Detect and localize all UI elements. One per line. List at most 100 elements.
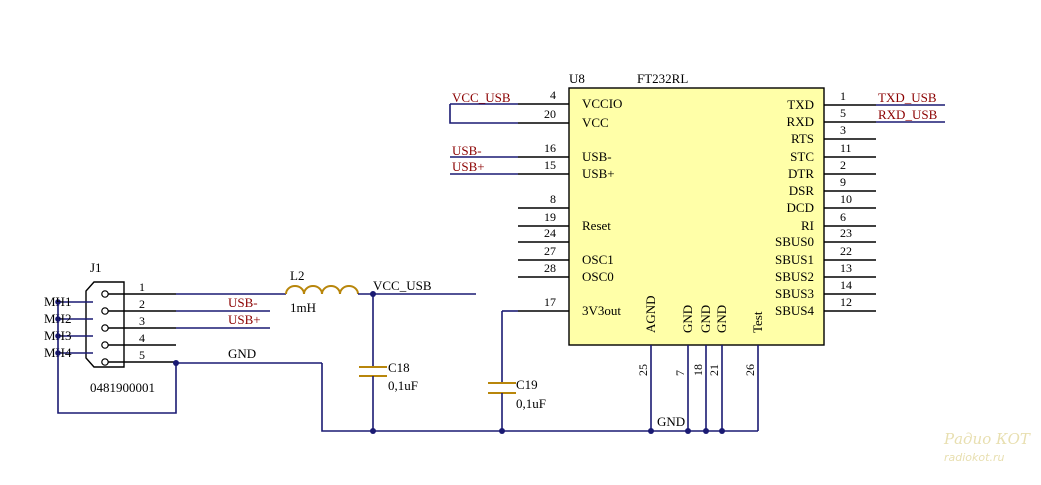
ic-gnd-pins-wire (650, 345, 759, 431)
j1-pin-number: 5 (139, 348, 145, 362)
l2-inductor (285, 285, 359, 295)
ic-pin-number: 24 (544, 226, 556, 240)
j1-body (85, 281, 125, 368)
ic-pin-number: 21 (707, 364, 721, 376)
j1-pin-contact (101, 324, 109, 332)
net-label-gnd-conn: GND (228, 346, 256, 361)
net-label-rxd-usb: RXD_USB (878, 107, 938, 122)
ic-pin-number: 23 (840, 226, 852, 240)
ic-pin-number: 1 (840, 89, 846, 103)
ic-pin-number: 6 (840, 210, 846, 224)
net-label-usb-plus-conn: USB+ (228, 312, 261, 327)
vcc-tie-wire (449, 104, 518, 124)
ic-pin-number: 8 (550, 192, 556, 206)
ic-pin-number: 2 (840, 158, 846, 172)
ic-bottom-pins: 25 AGND 7 GND 18 GND 21 GND 26 Test (636, 295, 765, 376)
ic-pin-number: 19 (544, 210, 556, 224)
ic-pin-number: 3 (840, 123, 846, 137)
watermark-url: radiokot.ru (944, 451, 1004, 464)
net-label-usb-minus-conn: USB- (228, 295, 258, 310)
ic-pin-label: 3V3out (582, 303, 621, 318)
ic-pin-label: Reset (582, 218, 611, 233)
ic-pin-label: SBUS2 (775, 269, 814, 284)
junction-gnd18 (703, 428, 709, 434)
ic-pin-label: SBUS3 (775, 286, 814, 301)
ic-pin-number: 4 (550, 88, 556, 102)
j1-pin-number: 1 (139, 280, 145, 294)
gnd-bus-wire (321, 363, 758, 432)
watermark-logo: Радио КОТ (943, 430, 1031, 448)
net-label-txd-usb: TXD_USB (878, 90, 937, 105)
c19-capacitor (488, 382, 516, 394)
ic-pin-number: 13 (840, 261, 852, 275)
ic-pin-number: 26 (743, 364, 757, 376)
ic-part: FT232RL (637, 71, 688, 86)
net-label-vcc-usb-ic: VCC_USB (452, 90, 511, 105)
ic-pin-label: Test (750, 311, 765, 333)
ic-pin-label: AGND (643, 295, 658, 333)
ic-pin-label: DTR (788, 166, 814, 181)
ic-pin-label: TXD (787, 97, 814, 112)
ic-pin-number: 17 (544, 295, 556, 309)
mh-label: MH1 (44, 294, 71, 309)
l2-value: 1mH (290, 300, 316, 315)
ic-pin-label: SBUS4 (775, 303, 815, 318)
c19-value: 0,1uF (516, 396, 546, 411)
ic-pin-number: 22 (840, 244, 852, 258)
ic-pin-number: 27 (544, 244, 556, 258)
j1-pin-number: 4 (139, 331, 145, 345)
junction-gnd7 (685, 428, 691, 434)
j1-ref: J1 (90, 260, 102, 275)
net-label-usb-plus-ic: USB+ (452, 159, 485, 174)
ic-pin-number: 5 (840, 106, 846, 120)
ic-pin-number: 15 (544, 158, 556, 172)
ic-pin-label: OSC0 (582, 269, 614, 284)
ic-pin-number: 18 (691, 364, 705, 376)
ic-pin-label: GND (698, 305, 713, 333)
c19-ref: C19 (516, 377, 538, 392)
j1-pin-contact (101, 290, 109, 298)
junction-gnd21 (719, 428, 725, 434)
ic-pin-number: 25 (636, 364, 650, 376)
ic-pin-label: GND (680, 305, 695, 333)
ic-pin-label: SBUS1 (775, 252, 814, 267)
ic-pin-label: DCD (787, 200, 814, 215)
net-label-usb-minus-ic: USB- (452, 143, 482, 158)
ic-body (568, 87, 825, 346)
j1-pin-contact (101, 341, 109, 349)
ic-pin-label: DSR (789, 183, 815, 198)
ic-pin-label: VCCIO (582, 96, 622, 111)
ic-pin-label: GND (714, 305, 729, 333)
junction-conn-gnd (173, 360, 179, 366)
ic-pin-number: 14 (840, 278, 852, 292)
ic-pin-label: RI (801, 218, 814, 233)
ic-pin-number: 7 (673, 370, 687, 376)
junction-agnd (648, 428, 654, 434)
ic-pin-label: RXD (787, 114, 814, 129)
c18-ref: C18 (388, 360, 410, 375)
j1-pin-number: 2 (139, 297, 145, 311)
shield-gnd-wire (57, 302, 177, 414)
ic-pin-number: 16 (544, 141, 556, 155)
ic-ref: U8 (569, 71, 585, 86)
ic-pin-number: 10 (840, 192, 852, 206)
l2-ref: L2 (290, 268, 304, 283)
ic-pin-number: 11 (840, 141, 852, 155)
j1-pin-contact (101, 358, 109, 366)
c18-capacitor (359, 366, 387, 377)
j1-part: 0481900001 (90, 380, 155, 395)
j1-pin-number: 3 (139, 314, 145, 328)
ic-pin-label: SBUS0 (775, 234, 814, 249)
net-label-vcc-usb-conn: VCC_USB (373, 278, 432, 293)
ic-pin-label: OSC1 (582, 252, 614, 267)
c18-value: 0,1uF (388, 378, 418, 393)
j1-pin-contact (101, 307, 109, 315)
ic-left-pins: 4VCCIO20VCC16USB-15USB+819Reset2427OSC12… (518, 88, 622, 318)
ic-pin-label: USB+ (582, 166, 615, 181)
ic-pin-label: VCC (582, 115, 609, 130)
junction-c19-gnd (499, 428, 505, 434)
ic-pin-number: 12 (840, 295, 852, 309)
